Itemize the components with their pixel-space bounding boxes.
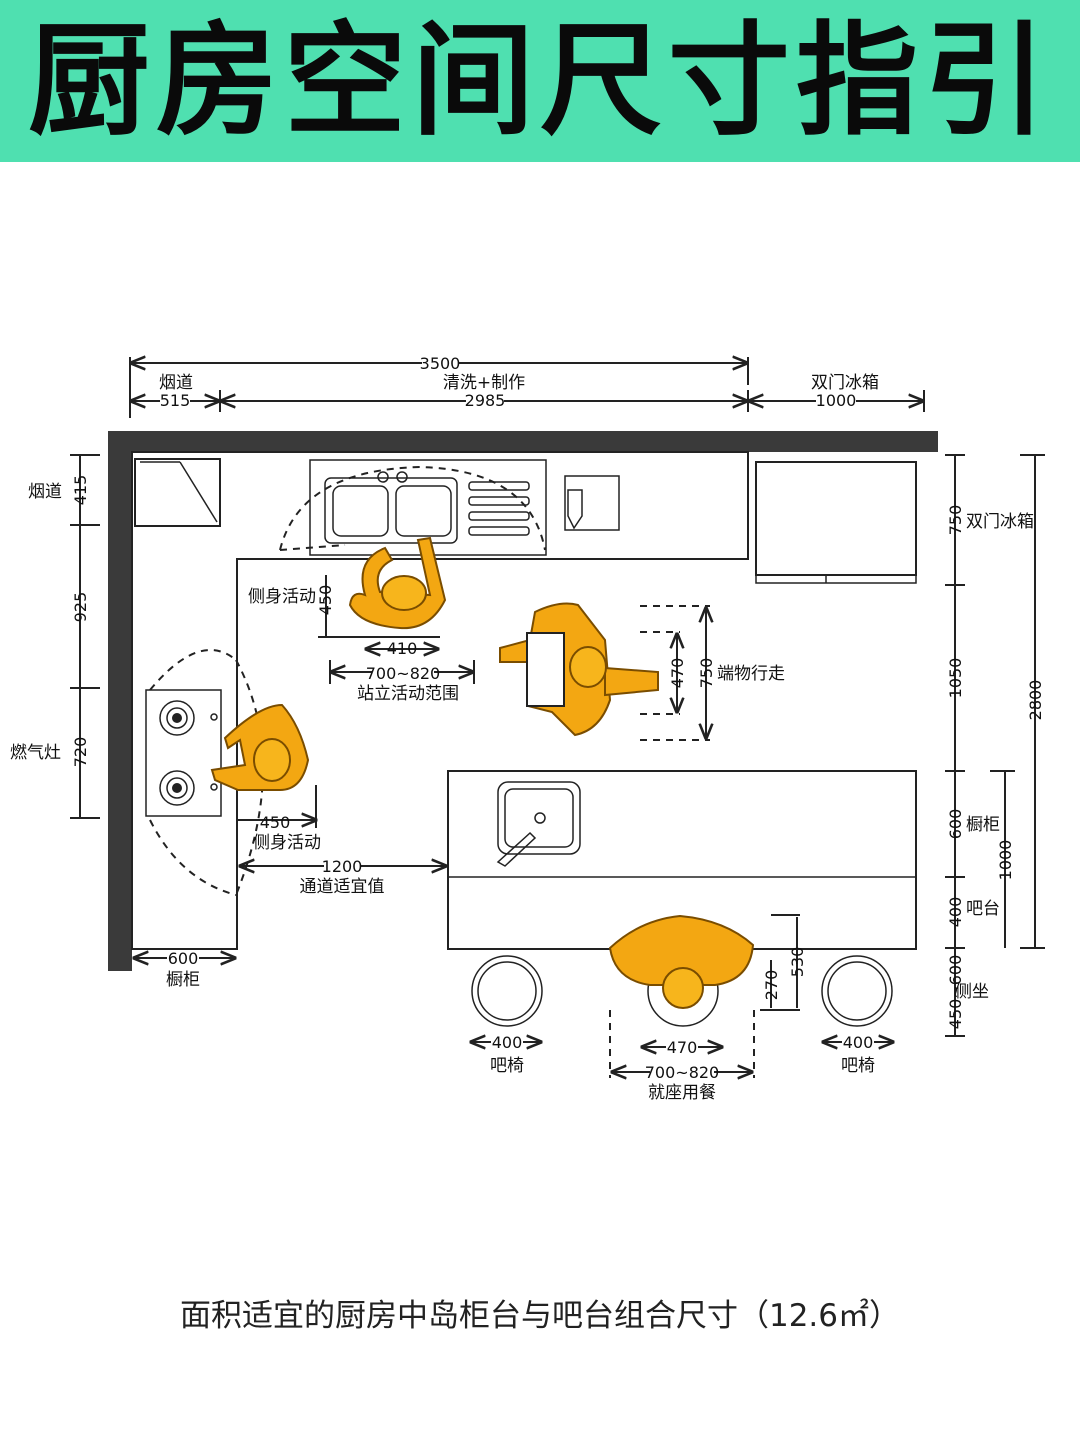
- label-700-820-a: 700~820: [366, 664, 440, 683]
- carried-tray: [526, 632, 565, 707]
- label-750-a: 750: [697, 658, 716, 689]
- figure-caption: 面积适宜的厨房中岛柜台与吧台组合尺寸（12.6㎡）: [179, 1298, 901, 1334]
- double-door-fridge: [755, 461, 917, 576]
- person-seated: [608, 914, 755, 1009]
- label-530: 530: [788, 947, 807, 978]
- label-270: 270: [762, 970, 781, 1001]
- label-wash-prep: 清洗+制作: [443, 373, 525, 393]
- top-wall: [108, 431, 938, 452]
- label-1200: 1200: [322, 857, 363, 876]
- label-stand-range: 站立活动范围: [357, 684, 459, 704]
- label-gas-stove: 燃气灶: [10, 743, 61, 763]
- label-515: 515: [160, 391, 191, 410]
- gas-stove: [145, 689, 222, 817]
- label-470-a: 470: [668, 658, 687, 689]
- label-side-seat: 侧坐: [955, 982, 989, 1002]
- bar-stool-right: [821, 955, 893, 1027]
- label-side-move-1: 侧身活动: [248, 587, 316, 607]
- label-fridge-top: 双门冰箱: [811, 373, 879, 393]
- label-seated-dining: 就座用餐: [648, 1083, 716, 1103]
- person-walking: [499, 602, 659, 737]
- label-1000-top: 1000: [816, 391, 857, 410]
- label-720: 720: [71, 737, 90, 768]
- label-stool-left: 吧椅: [490, 1056, 524, 1076]
- label-700-820-b: 700~820: [645, 1063, 719, 1082]
- label-600-right: 600: [946, 809, 965, 840]
- label-450-b: 450: [260, 813, 291, 832]
- label-450-a: 450: [316, 585, 335, 616]
- label-415: 415: [71, 475, 90, 506]
- label-bar-right: 吧台: [966, 899, 1000, 919]
- label-400-right-stool: 400: [843, 1033, 874, 1052]
- label-left-flue: 烟道: [28, 482, 62, 502]
- knife-icon: [567, 489, 583, 530]
- label-1050: 1050: [946, 658, 965, 699]
- label-1000-right: 1000: [996, 840, 1015, 881]
- burner-icon: [159, 700, 218, 806]
- bar-stool-left: [471, 955, 543, 1027]
- label-side-move-2: 侧身活动: [253, 833, 321, 853]
- label-carry-walk: 端物行走: [717, 664, 785, 684]
- label-2985: 2985: [465, 391, 506, 410]
- label-450-600: 450~600: [946, 955, 965, 1029]
- label-fridge-right: 双门冰箱: [966, 512, 1034, 532]
- island-sink: [497, 781, 581, 855]
- label-aisle: 通道适宜值: [300, 877, 385, 897]
- label-400-left: 400: [492, 1033, 523, 1052]
- label-2800: 2800: [1026, 680, 1045, 721]
- label-750-right: 750: [946, 505, 965, 536]
- label-cabinet-bottom: 橱柜: [166, 970, 200, 990]
- title-banner: [0, 0, 1080, 162]
- label-total-width: 3500: [420, 354, 461, 373]
- label-flue-top: 烟道: [159, 373, 193, 393]
- cutting-board: [564, 475, 620, 531]
- label-400-right: 400: [946, 897, 965, 928]
- page-title: 厨房空间尺寸指引: [28, 10, 1052, 152]
- person-at-sink: [348, 536, 447, 630]
- label-cabinet-right: 橱柜: [966, 815, 1000, 835]
- label-925: 925: [71, 592, 90, 623]
- label-600-bottom: 600: [168, 949, 199, 968]
- label-470-b: 470: [667, 1038, 698, 1057]
- label-stool-right: 吧椅: [841, 1056, 875, 1076]
- flue-box: [134, 458, 221, 527]
- person-at-stove: [210, 703, 310, 791]
- faucet-icon: [496, 831, 537, 867]
- drain-board: [468, 481, 530, 536]
- left-wall: [108, 431, 132, 971]
- label-410: 410: [387, 639, 418, 658]
